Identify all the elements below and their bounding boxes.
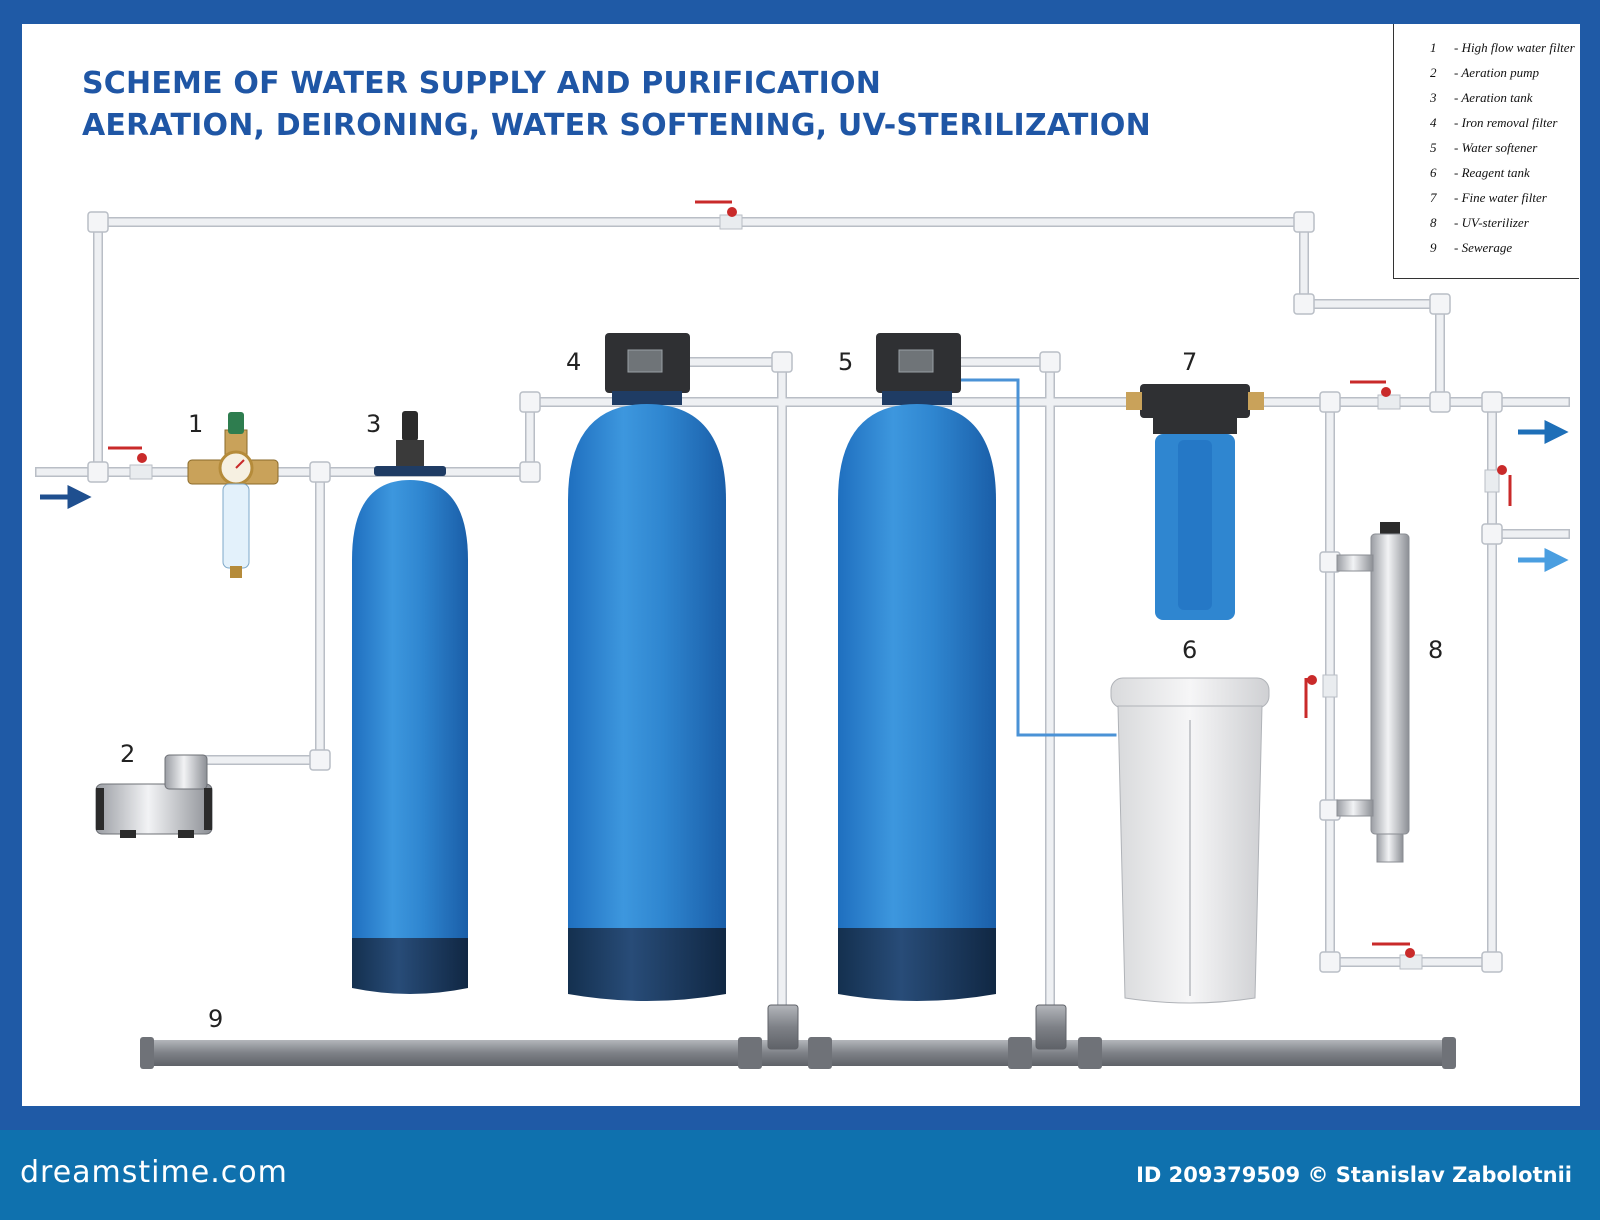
fine-water-filter-icon xyxy=(1126,384,1264,620)
legend-item: 2- Aeration pump xyxy=(1430,65,1539,80)
label-3: 3 xyxy=(366,410,382,438)
valve-icon xyxy=(1350,380,1401,410)
legend-item: 6- Reagent tank xyxy=(1430,165,1530,180)
legend-item: 9- Sewerage xyxy=(1430,240,1513,255)
iron-removal-filter-icon xyxy=(568,333,726,1001)
brine-line xyxy=(960,378,1117,737)
legend-box: 1- High flow water filter 2- Aeration pu… xyxy=(1393,24,1579,279)
label-8: 8 xyxy=(1428,636,1444,664)
label-6: 6 xyxy=(1182,636,1198,664)
legend-item: 8- UV-sterilizer xyxy=(1430,215,1529,230)
pipe-network xyxy=(35,217,1570,1015)
label-9: 9 xyxy=(208,1005,224,1033)
image-credit: ID 209379509 © Stanislav Zabolotnii xyxy=(1136,1163,1572,1187)
legend-item: 4- Iron removal filter xyxy=(1430,115,1558,130)
uv-loop-pipe xyxy=(1325,397,1497,967)
legend-item: 1- High flow water filter xyxy=(1430,40,1575,55)
sewerage-pipe-icon xyxy=(140,1004,1456,1069)
reagent-tank-icon xyxy=(1110,677,1270,1004)
high-flow-filter-icon xyxy=(187,412,279,578)
aeration-tank-icon xyxy=(352,411,468,994)
outlet-arrow-icon xyxy=(1518,547,1569,573)
pump-feed-pipe xyxy=(200,467,325,765)
valve-icon xyxy=(695,200,743,230)
label-5: 5 xyxy=(838,348,854,376)
title-line-1: SCHEME OF WATER SUPPLY AND PURIFICATION xyxy=(82,66,882,101)
label-1: 1 xyxy=(188,410,204,438)
valve-icon xyxy=(108,446,153,480)
label-4: 4 xyxy=(566,348,582,376)
title-line-2: AERATION, DEIRONING, WATER SOFTENING, UV… xyxy=(82,108,1151,143)
legend-item: 3- Aeration tank xyxy=(1430,90,1533,105)
uv-sterilizer-icon xyxy=(1336,522,1410,863)
bypass-pipe xyxy=(93,217,1445,471)
ball-valves xyxy=(108,200,1512,970)
legend-item: 5- Water softener xyxy=(1430,140,1538,155)
outlet-arrow-icon xyxy=(1518,419,1569,445)
aeration-pump-icon xyxy=(95,754,213,838)
valve-icon xyxy=(1304,674,1338,718)
label-2: 2 xyxy=(120,740,136,768)
valve-icon xyxy=(1484,465,1512,506)
flow-arrows xyxy=(40,419,1569,573)
brand-logo: dreamstime.com xyxy=(20,1155,288,1190)
valve-icon xyxy=(1372,942,1423,970)
inlet-arrow-icon xyxy=(40,484,92,510)
footer-bar xyxy=(0,1130,1600,1220)
pipe-fittings xyxy=(87,211,1503,973)
label-7: 7 xyxy=(1182,348,1198,376)
water-softener-icon xyxy=(838,333,996,1001)
legend-item: 7- Fine water filter xyxy=(1430,190,1547,205)
